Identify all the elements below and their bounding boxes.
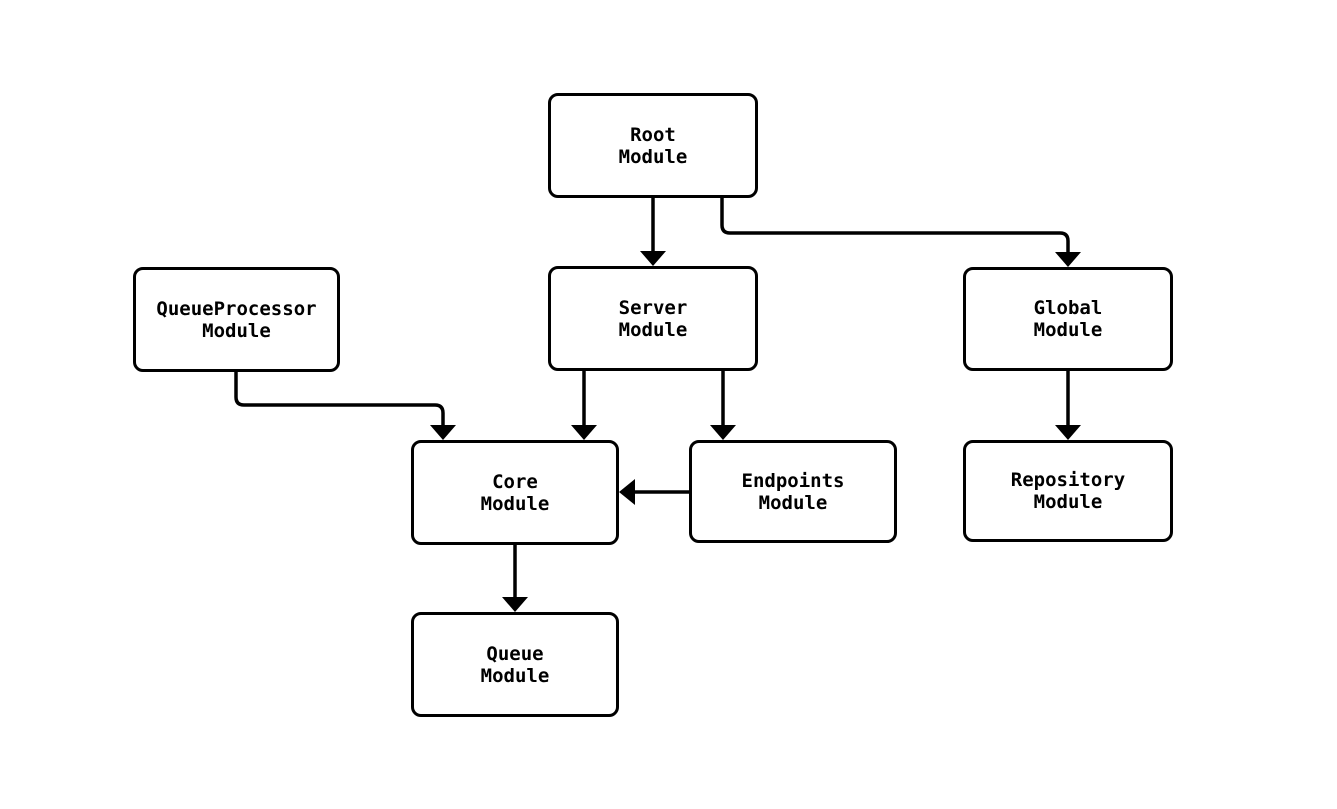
node-repository-module: Repository Module: [963, 440, 1173, 542]
arrowhead-root-to-global: [1055, 252, 1081, 267]
node-label-line1: Endpoints: [741, 469, 845, 492]
node-queue-module: Queue Module: [411, 612, 619, 717]
edge-root-to-global: [720, 198, 1070, 253]
node-server-module: Server Module: [548, 266, 758, 371]
arrowhead-global-to-repository: [1055, 425, 1081, 440]
node-label-line1: Server: [618, 296, 688, 319]
node-label-line2: Module: [1033, 319, 1103, 341]
node-label-line1: QueueProcessor: [156, 297, 317, 320]
node-label-line2: Module: [202, 319, 271, 342]
arrowhead-server-to-endpoints: [710, 425, 736, 440]
arrowhead-endpoints-to-core: [619, 479, 635, 505]
node-label-line1: Core: [492, 470, 538, 493]
node-global-module: Global Module: [963, 267, 1173, 371]
node-label-line1: Global: [1033, 297, 1103, 319]
node-label-line2: Module: [480, 664, 550, 687]
node-label-line1: Queue: [486, 642, 544, 665]
node-label-line2: Module: [758, 491, 828, 514]
node-label-line2: Module: [480, 492, 550, 515]
node-label-line1: Root: [630, 123, 676, 146]
node-endpoints-module: Endpoints Module: [689, 440, 897, 543]
node-label-line1: Repository: [1010, 469, 1126, 491]
node-queueprocessor-module: QueueProcessor Module: [133, 267, 340, 372]
node-core-module: Core Module: [411, 440, 619, 545]
edge-queueprocessor-to-core: [234, 372, 445, 426]
node-label-line2: Module: [1033, 491, 1103, 513]
arrowhead-root-to-server: [640, 251, 666, 266]
arrowhead-core-to-queue: [502, 597, 528, 612]
node-label-line2: Module: [618, 145, 688, 168]
arrowhead-server-to-core: [571, 425, 597, 440]
arrowhead-queueprocessor-to-core: [430, 425, 456, 440]
node-label-line2: Module: [618, 318, 688, 341]
node-root-module: Root Module: [548, 93, 758, 198]
